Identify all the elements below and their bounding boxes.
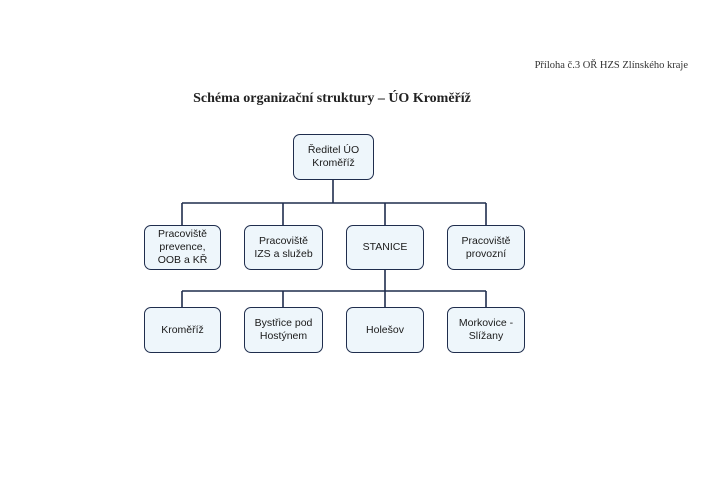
node-stanice: STANICE (346, 225, 424, 270)
node-izs: Pracoviště IZS a služeb (244, 225, 323, 270)
node-station-kromeriz: Kroměříž (144, 307, 221, 353)
node-station-holesov: Holešov (346, 307, 424, 353)
node-station-bystrice: Bystřice pod Hostýnem (244, 307, 323, 353)
node-operations: Pracoviště provozní (447, 225, 525, 270)
node-station-morkovice: Morkovice - Slížany (447, 307, 525, 353)
node-director: Ředitel ÚO Kroměříž (293, 134, 374, 180)
annex-header: Příloha č.3 OŘ HZS Zlínského kraje (534, 60, 688, 71)
page-title: Schéma organizační struktury – ÚO Kroměř… (193, 91, 471, 106)
node-prevention: Pracoviště prevence, OOB a KŘ (144, 225, 221, 270)
